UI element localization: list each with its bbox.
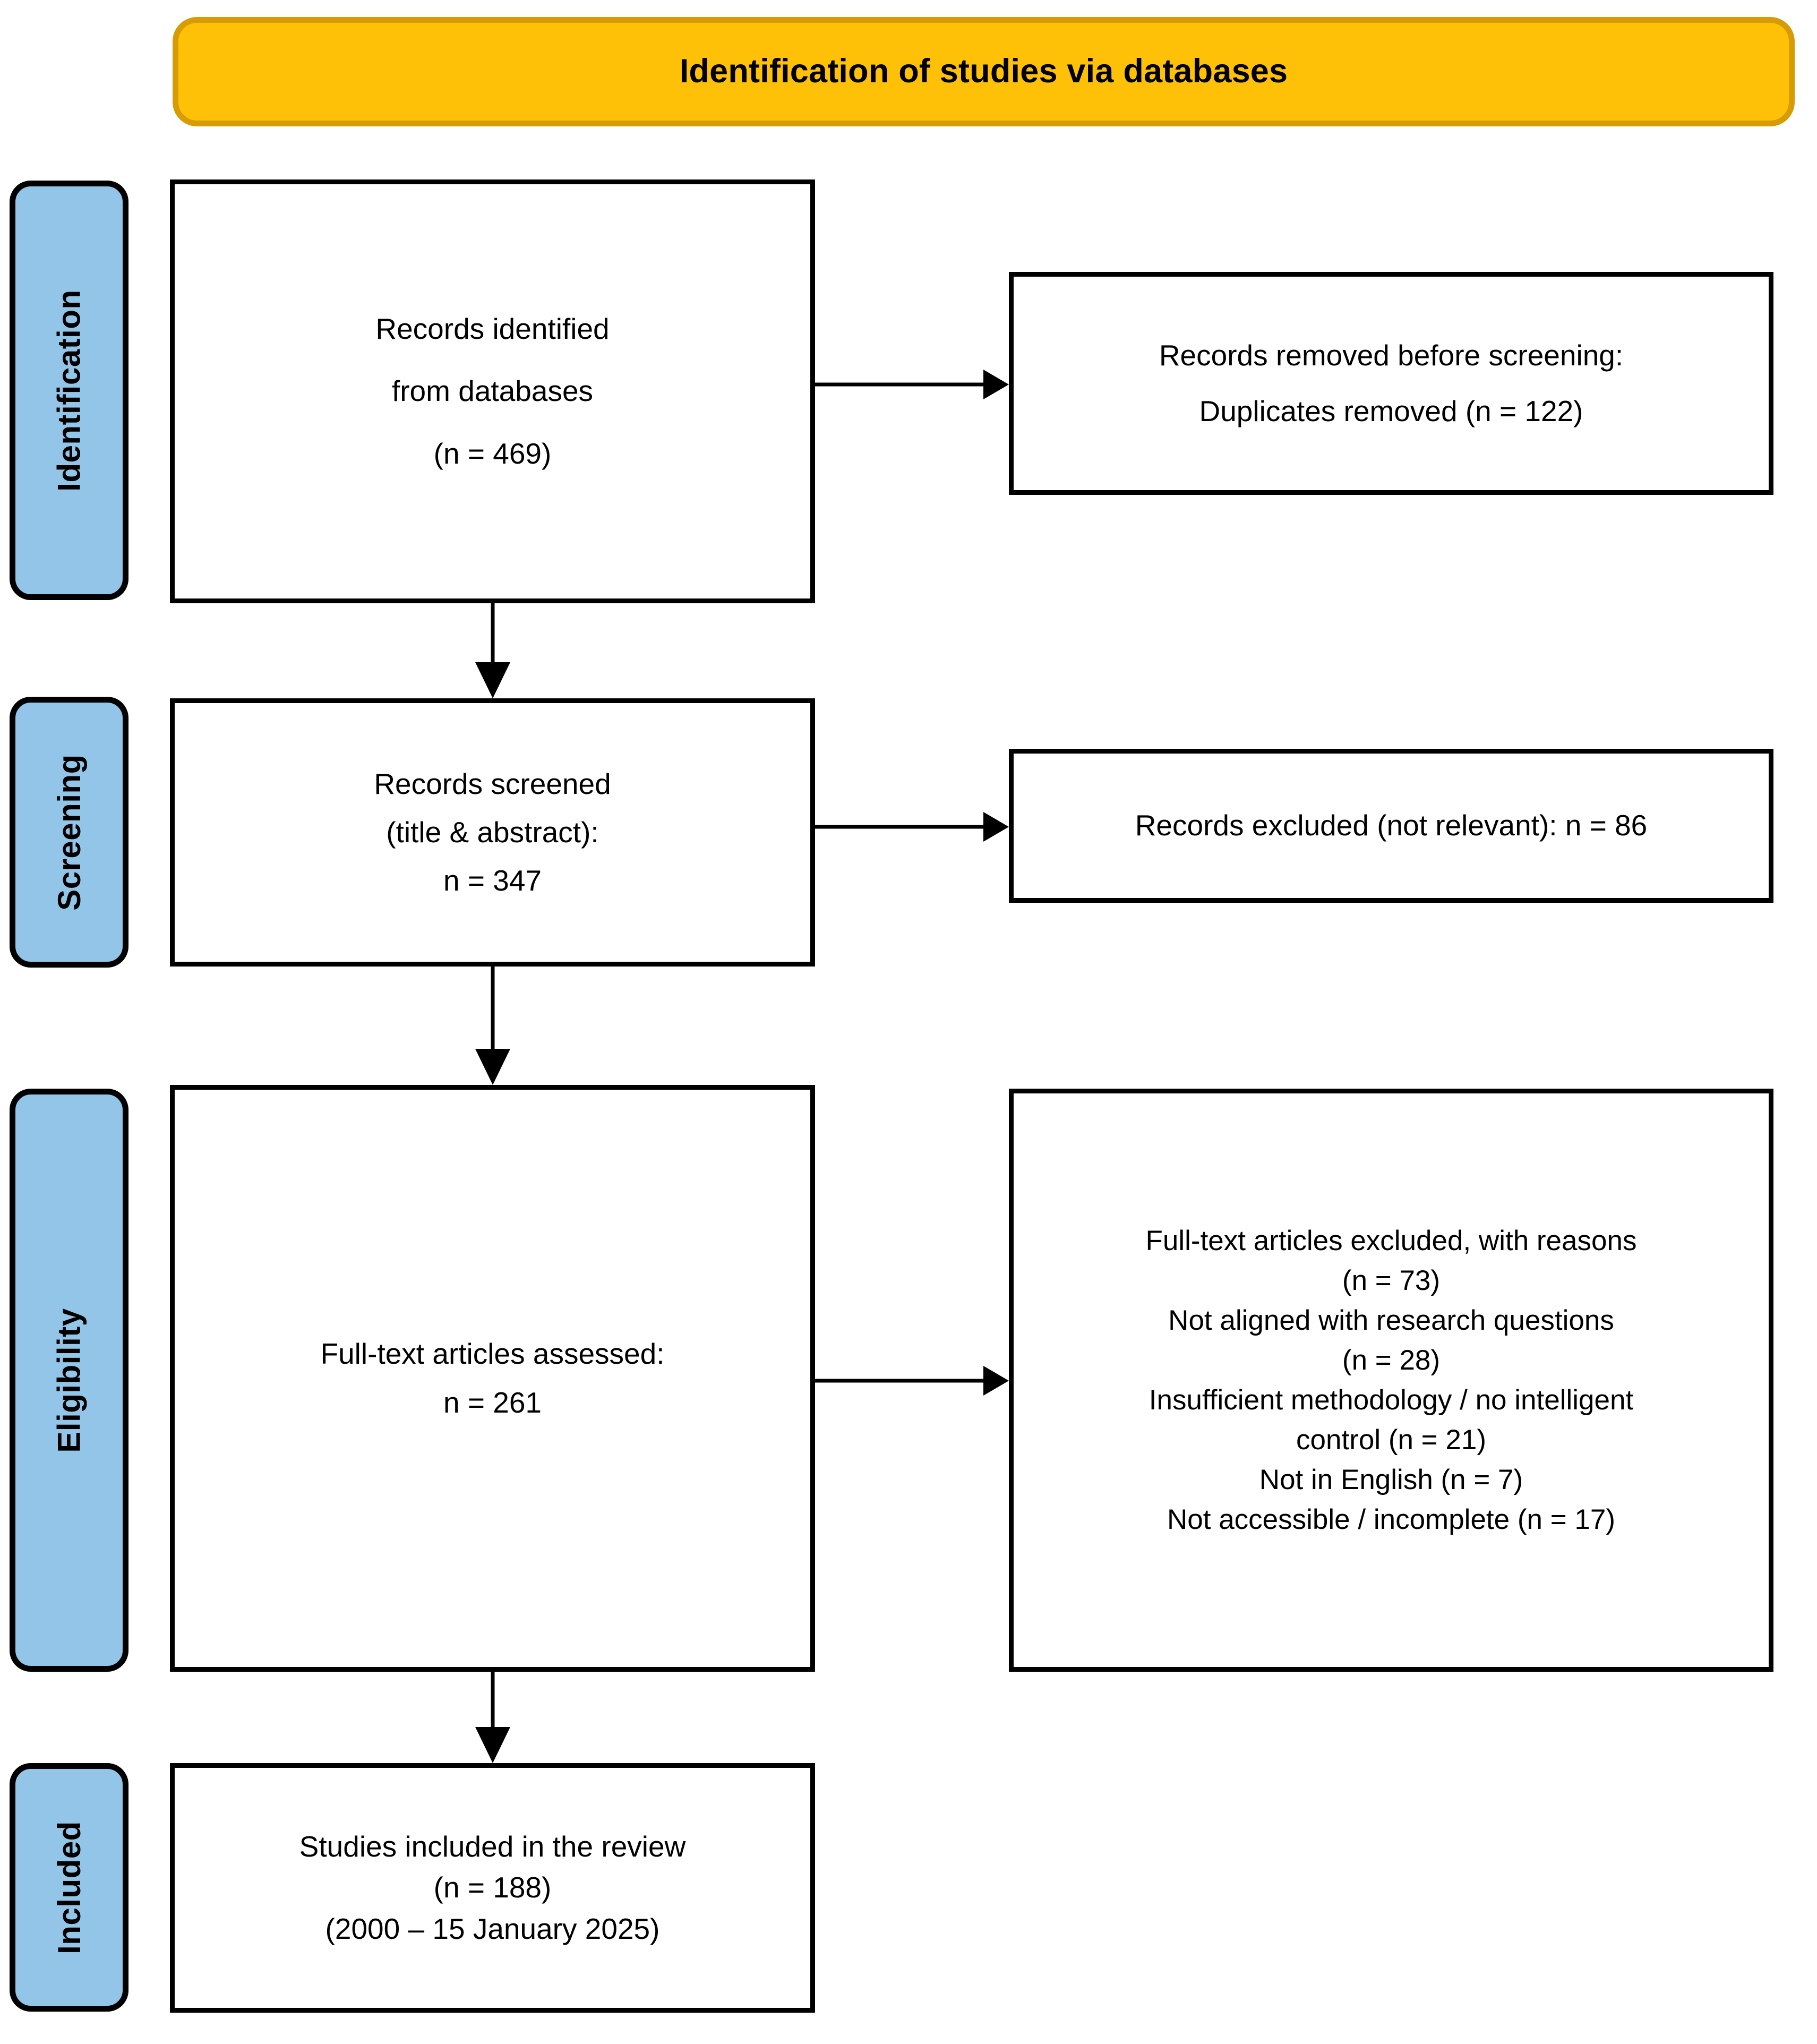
stage-label-included: Included (10, 1763, 128, 2012)
box-fulltext-assessed: Full-text articles assessed: n = 261 (170, 1085, 815, 1672)
box-studies-included: Studies included in the review (n = 188)… (170, 1763, 815, 2013)
box-records-removed: Records removed before screening: Duplic… (1009, 272, 1773, 495)
stage-label-identification: Identification (10, 181, 128, 600)
arrow-identified-to-screened (475, 603, 510, 698)
box-line: n = 347 (443, 864, 542, 897)
arrow-shaft (815, 1379, 983, 1383)
box-line: Full-text articles assessed: (320, 1337, 665, 1371)
box-line: control (n = 21) (1296, 1424, 1486, 1456)
box-line: Not aligned with research questions (1168, 1304, 1614, 1336)
arrow-identified-to-removed (815, 369, 1009, 400)
page-title: Identification of studies via databases (679, 53, 1288, 90)
box-line: (title & abstract): (386, 815, 599, 849)
arrow-head (475, 1727, 510, 1763)
box-line: Records screened (374, 767, 611, 800)
box-fulltext-excluded: Full-text articles excluded, with reason… (1009, 1089, 1773, 1672)
box-line: n = 261 (443, 1386, 542, 1419)
arrow-shaft (491, 1672, 495, 1730)
arrow-head (983, 1366, 1009, 1396)
stage-label-eligibility-text: Eligibility (51, 1307, 87, 1453)
box-records-screened: Records screened (title & abstract): n =… (170, 698, 815, 967)
arrow-shaft (815, 382, 983, 387)
box-line: Not in English (n = 7) (1259, 1464, 1523, 1496)
box-records-identified: Records identified from databases (n = 4… (170, 179, 815, 603)
box-line: Duplicates removed (n = 122) (1199, 395, 1583, 427)
box-line: Records excluded (not relevant): n = 86 (1135, 809, 1648, 842)
stage-label-eligibility: Eligibility (10, 1089, 128, 1672)
arrow-screened-to-fulltext (475, 967, 510, 1085)
header-banner: Identification of studies via databases (173, 17, 1795, 126)
arrow-fulltext-to-excluded (815, 1365, 1009, 1397)
box-line: Studies included in the review (299, 1830, 686, 1863)
stage-label-screening-text: Screening (51, 754, 87, 911)
arrow-head (475, 1049, 510, 1085)
box-line: Records identified (375, 312, 610, 346)
stage-label-identification-text: Identification (51, 289, 87, 492)
box-line: Insufficient methodology / no intelligen… (1149, 1384, 1634, 1416)
arrow-fulltext-to-included (475, 1672, 510, 1763)
arrow-head (983, 370, 1009, 399)
stage-label-screening: Screening (10, 697, 128, 968)
arrow-head (475, 662, 510, 698)
arrow-shaft (491, 967, 495, 1051)
box-line: (2000 – 15 January 2025) (325, 1912, 660, 1945)
box-line: Not accessible / incomplete (n = 17) (1167, 1504, 1615, 1536)
arrow-head (983, 812, 1009, 842)
arrow-screened-to-excluded (815, 811, 1009, 843)
box-line: (n = 188) (433, 1871, 552, 1904)
box-line: from databases (391, 374, 594, 408)
box-line: (n = 469) (433, 437, 552, 470)
box-line: Records removed before screening: (1159, 338, 1624, 372)
box-line: Full-text articles excluded, with reason… (1145, 1225, 1637, 1256)
box-line: (n = 73) (1342, 1264, 1441, 1296)
arrow-shaft (815, 825, 983, 829)
arrow-shaft (491, 603, 495, 667)
box-line: (n = 28) (1342, 1344, 1441, 1376)
stage-label-included-text: Included (51, 1820, 87, 1954)
box-records-excluded: Records excluded (not relevant): n = 86 (1009, 749, 1773, 903)
